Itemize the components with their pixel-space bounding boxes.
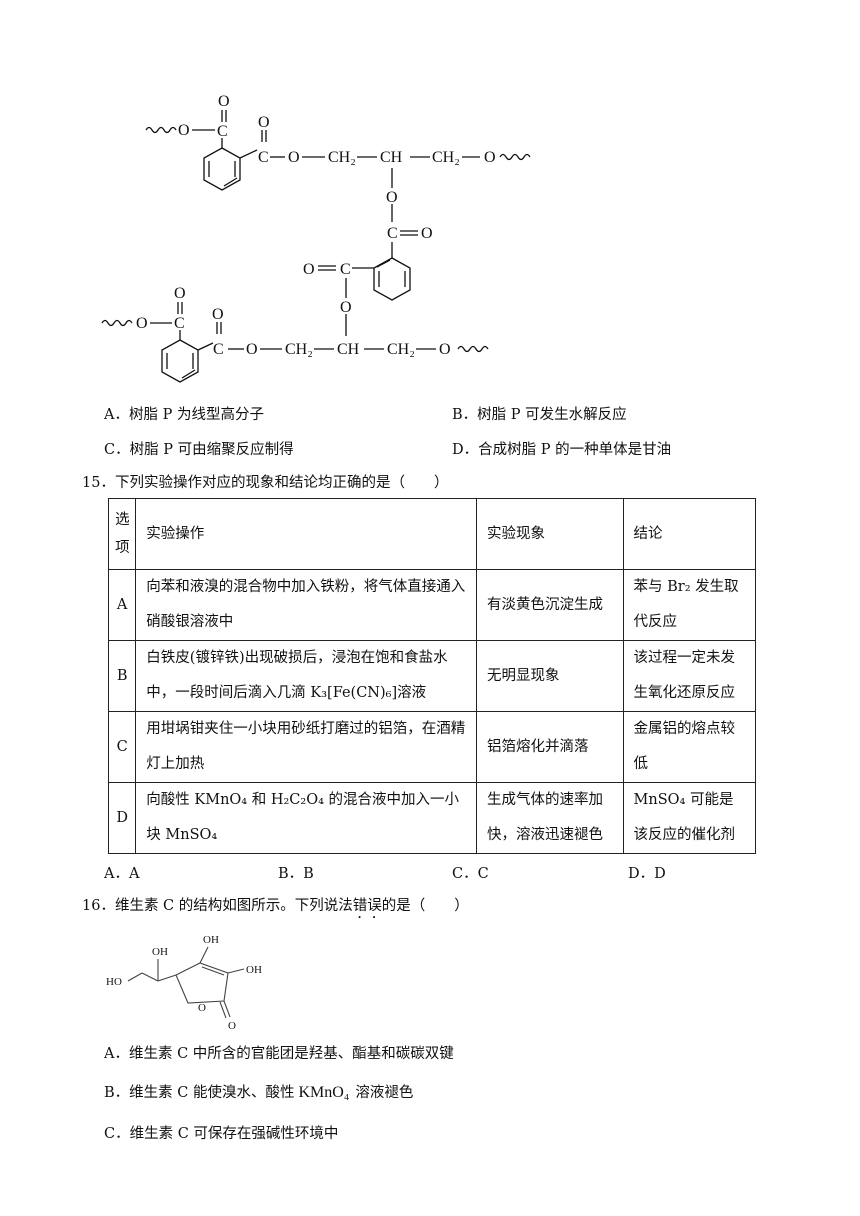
row-operation: 向苯和液溴的混合物中加入铁粉，将气体直接通入硝酸银溶液中: [135, 569, 477, 641]
q15-stem: 15．下列实验操作对应的现象和结论均正确的是（ ）: [82, 475, 449, 491]
atom-c: C: [387, 225, 398, 242]
atom-o: O: [303, 261, 315, 278]
atom-o: O: [340, 299, 352, 316]
header-conclusion: 结论: [622, 498, 757, 570]
q15-answer-d[interactable]: D．D: [628, 866, 666, 882]
q14-option-c[interactable]: C．树脂 P 可由缩聚反应制得: [104, 442, 294, 458]
atom-c: C: [217, 123, 228, 140]
atom-c: C: [258, 149, 269, 166]
emphasis-word: 错误: [352, 898, 382, 914]
q15-answer-b[interactable]: B．B: [278, 866, 314, 882]
q15-answer-a[interactable]: A．A: [104, 866, 140, 882]
header-phenomenon: 实验现象: [475, 498, 624, 570]
row-conclusion: 该过程一定未发生氧化还原反应: [622, 640, 757, 712]
atom-o: O: [439, 341, 451, 358]
row-conclusion: 苯与 Br₂ 发生取代反应: [622, 569, 757, 641]
atom-c: C: [340, 261, 351, 278]
header-option: 选项: [107, 498, 137, 570]
q15-answer-c[interactable]: C．C: [452, 866, 489, 882]
table-row: B 白铁皮(镀锌铁)出现破损后，浸泡在饱和食盐水中，一段时间后滴入几滴 K₃[F…: [107, 640, 757, 712]
atom-o: O: [288, 149, 300, 166]
atom-ch2: CH₂: [285, 341, 313, 358]
atom-o: O: [258, 114, 270, 131]
row-option: C: [107, 711, 137, 783]
atom-o: O: [136, 315, 148, 332]
atom-o: O: [246, 341, 258, 358]
experiment-table: 选项 实验操作 实验现象 结论 A 向苯和液溴的混合物中加入铁粉，将气体直接通入…: [107, 498, 757, 854]
atom-oh: OH: [203, 934, 219, 946]
atom-o: O: [421, 225, 433, 242]
row-operation: 白铁皮(镀锌铁)出现破损后，浸泡在饱和食盐水中，一段时间后滴入几滴 K₃[Fe(…: [135, 640, 477, 712]
row-option: A: [107, 569, 137, 641]
atom-c: C: [174, 315, 185, 332]
atom-o: O: [212, 306, 224, 323]
atom-o: O: [386, 189, 398, 206]
atom-ho: HO: [106, 976, 122, 988]
q14-option-b[interactable]: B．树脂 P 可发生水解反应: [452, 407, 627, 423]
row-operation: 用坩埚钳夹住一小块用砂纸打磨过的铝箔，在酒精灯上加热: [135, 711, 477, 783]
atom-ch2: CH₂: [387, 341, 415, 358]
row-phenomenon: 无明显现象: [475, 640, 624, 712]
q14-option-d[interactable]: D．合成树脂 P 的一种单体是甘油: [452, 442, 672, 458]
atom-ch2: CH₂: [432, 149, 460, 166]
row-option: D: [107, 782, 137, 854]
table-row: A 向苯和液溴的混合物中加入铁粉，将气体直接通入硝酸银溶液中 有淡黄色沉淀生成 …: [107, 569, 757, 641]
atom-o: O: [228, 1020, 236, 1032]
q16-stem: 16．维生素 C 的结构如图所示。下列说法错误的是（ ）: [82, 898, 469, 914]
atom-o: O: [198, 1002, 206, 1014]
atom-o: O: [484, 149, 496, 166]
vitamin-c-structure: HO OH OH OH O O: [106, 934, 262, 1032]
atom-ch: CH: [380, 149, 403, 166]
table-row: D 向酸性 KMnO₄ 和 H₂C₂O₄ 的混合液中加入一小块 MnSO₄ 生成…: [107, 782, 757, 854]
row-operation: 向酸性 KMnO₄ 和 H₂C₂O₄ 的混合液中加入一小块 MnSO₄: [135, 782, 477, 854]
atom-oh: OH: [246, 964, 262, 976]
row-conclusion: 金属铝的熔点较低: [622, 711, 757, 783]
row-phenomenon: 生成气体的速率加快，溶液迅速褪色: [475, 782, 624, 854]
atom-c: C: [213, 341, 224, 358]
q16-option-c[interactable]: C．维生素 C 可保存在强碱性环境中: [104, 1126, 339, 1142]
atom-ch2: CH₂: [328, 149, 356, 166]
resin-p-structure: O O C O C O CH₂ CH CH₂ O O C O O C O O O…: [101, 93, 531, 383]
q14-option-a[interactable]: A．树脂 P 为线型高分子: [104, 407, 264, 423]
header-operation: 实验操作: [135, 498, 477, 570]
row-conclusion: MnSO₄ 可能是该反应的催化剂: [622, 782, 757, 854]
atom-o: O: [218, 93, 230, 110]
q16-option-a[interactable]: A．维生素 C 中所含的官能团是羟基、酯基和碳碳双键: [104, 1046, 454, 1062]
atom-o: O: [178, 122, 190, 139]
atom-ch: CH: [337, 341, 360, 358]
atom-o: O: [174, 285, 186, 302]
kmno4-formula: KMnO₄: [298, 1084, 350, 1101]
row-phenomenon: 铝箔熔化并滴落: [475, 711, 624, 783]
row-phenomenon: 有淡黄色沉淀生成: [475, 569, 624, 641]
row-option: B: [107, 640, 137, 712]
atom-oh: OH: [152, 946, 168, 958]
table-header-row: 选项 实验操作 实验现象 结论: [107, 498, 757, 570]
table-row: C 用坩埚钳夹住一小块用砂纸打磨过的铝箔，在酒精灯上加热 铝箔熔化并滴落 金属铝…: [107, 711, 757, 783]
